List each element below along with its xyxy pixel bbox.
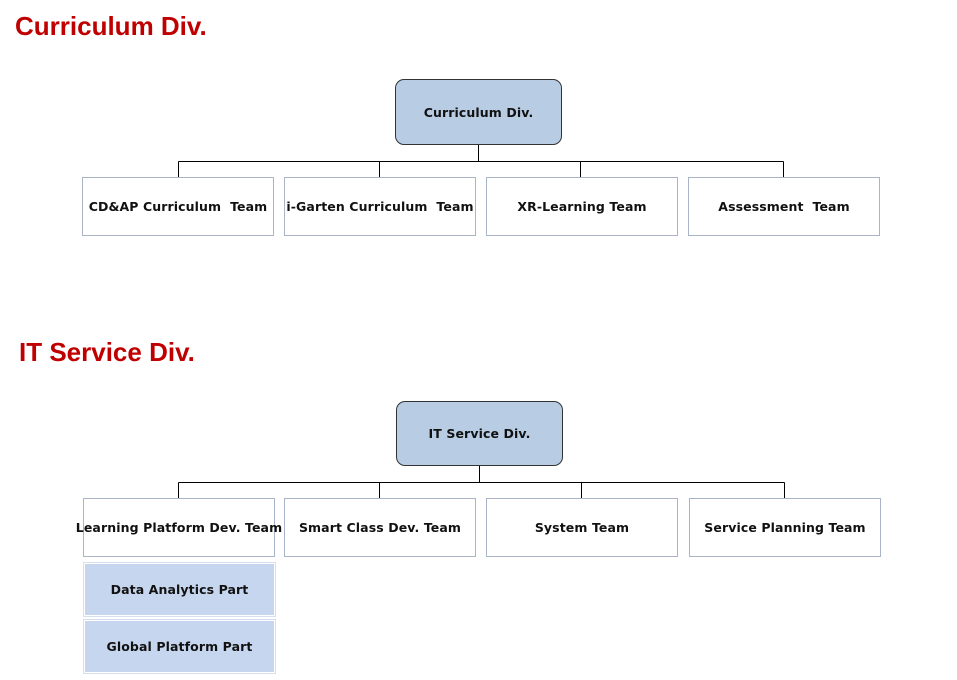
it-service-team-node: Service Planning Team — [689, 498, 881, 557]
curriculum-team-label: CD&AP Curriculum Team — [88, 199, 268, 214]
curriculum-team-label: XR-Learning Team — [517, 199, 647, 214]
curriculum-section-title: Curriculum Div. — [15, 11, 207, 41]
it-service-team-node: Learning Platform Dev. Team — [76, 498, 282, 557]
curriculum-root-label: Curriculum Div. — [423, 104, 534, 120]
it-service-team-node: Smart Class Dev. Team — [284, 498, 476, 557]
it-service-part-node: Data Analytics Part — [83, 562, 276, 617]
it-service-team-label: Service Planning Team — [704, 520, 866, 535]
it-service-root-node: IT Service Div. — [396, 401, 563, 466]
it-service-part-node: Global Platform Part — [83, 619, 276, 674]
curriculum-team-label: Assessment Team — [718, 199, 850, 214]
curriculum-team-node: i-Garten Curriculum Team — [284, 177, 476, 236]
curriculum-team-node: Assessment Team — [688, 177, 880, 236]
it-service-team-label: System Team — [534, 520, 630, 535]
it-service-part-label: Global Platform Part — [106, 639, 253, 654]
it-service-team-label: Smart Class Dev. Team — [298, 520, 462, 535]
curriculum-team-node: CD&AP Curriculum Team — [82, 177, 274, 236]
curriculum-team-node: XR-Learning Team — [486, 177, 678, 236]
curriculum-root-node: Curriculum Div. — [395, 79, 562, 145]
curriculum-team-label: i-Garten Curriculum Team — [286, 199, 474, 214]
it-service-section-title: IT Service Div. — [19, 337, 195, 367]
it-service-root-label: IT Service Div. — [428, 426, 531, 441]
it-service-part-label: Data Analytics Part — [110, 582, 249, 597]
it-service-team-label: Learning Platform Dev. Team — [75, 520, 283, 535]
it-service-team-node: System Team — [486, 498, 678, 557]
